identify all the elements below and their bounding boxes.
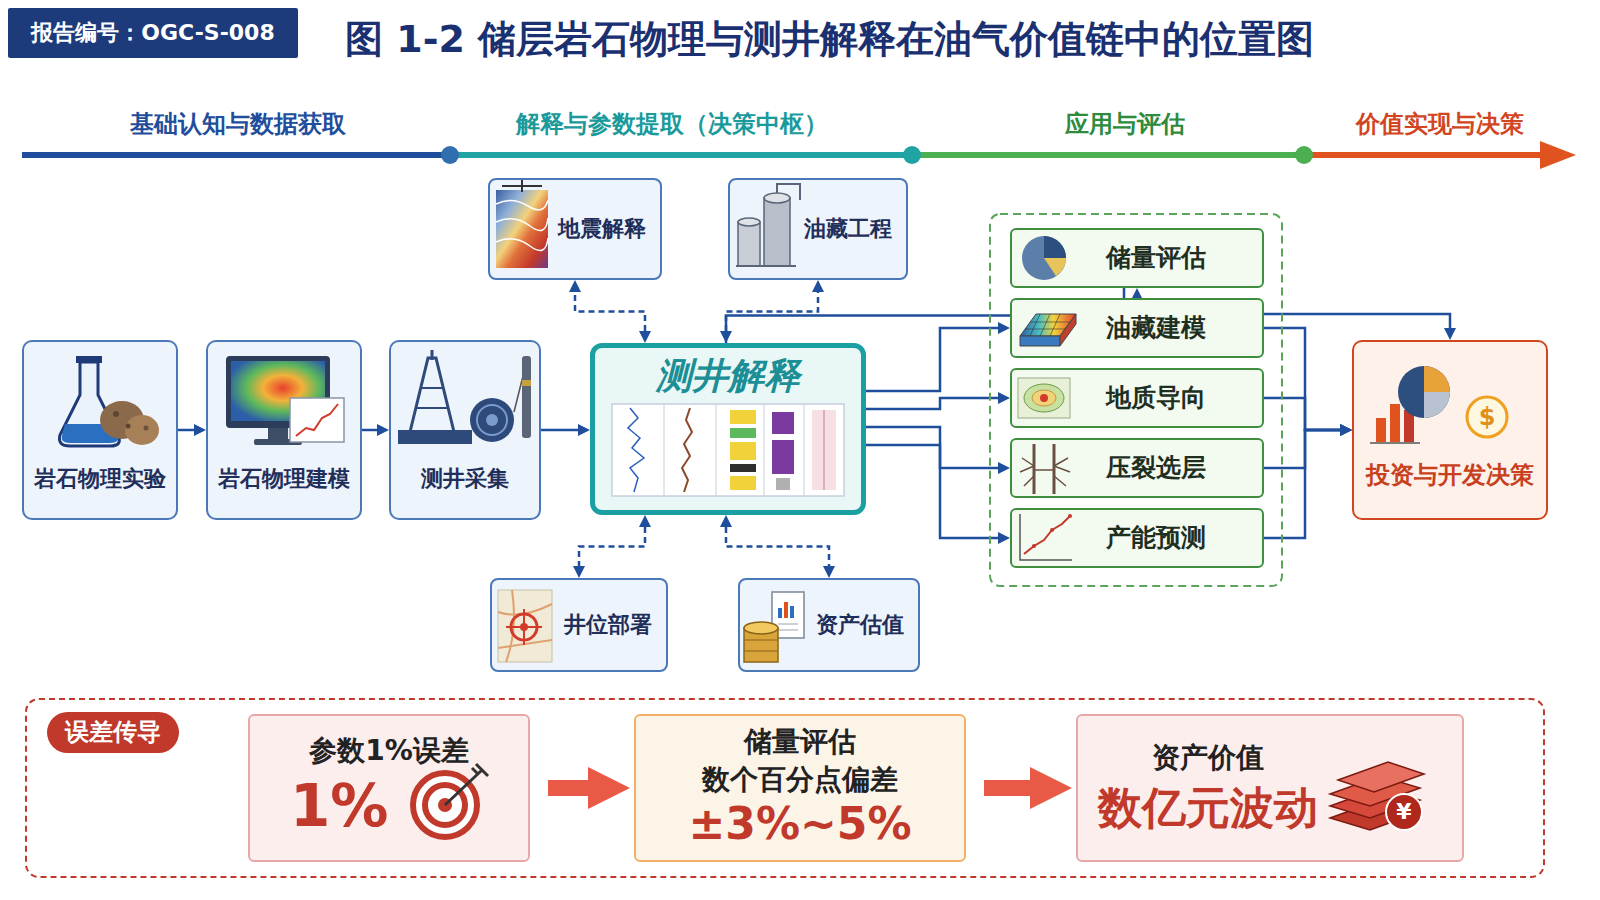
node-text: 数个百分点偏差 bbox=[702, 763, 898, 797]
group-frame bbox=[990, 214, 1282, 586]
node-title: 资产价值 bbox=[1152, 741, 1264, 775]
node-title: 资产估值 bbox=[816, 612, 904, 638]
application-box: 油藏建模 bbox=[1010, 298, 1264, 358]
dashed-link bbox=[579, 527, 645, 566]
error-box: 参数1%误差 1% bbox=[248, 714, 530, 862]
application-box: 储量评估 bbox=[1010, 228, 1264, 288]
dashed-link bbox=[726, 527, 829, 566]
currency-symbol: ¥ bbox=[1396, 799, 1411, 825]
linked-box: 井位部署 bbox=[490, 578, 668, 672]
flow-arrow bbox=[1264, 398, 1340, 430]
linked-box: 油藏工程 bbox=[728, 178, 908, 280]
flow-arrow bbox=[178, 429, 194, 432]
title: 图 1-2 储层岩石物理与测井解释在油气价值链中的位置图 bbox=[345, 14, 1314, 65]
application-box: 地质导向 bbox=[1010, 368, 1264, 428]
flow-arrow bbox=[362, 429, 377, 432]
flow-arrow bbox=[866, 398, 998, 409]
flow-arrow bbox=[1264, 328, 1340, 430]
node-title: 压裂选层 bbox=[1106, 453, 1206, 483]
node-title: 产能预测 bbox=[1106, 523, 1206, 553]
node-title: 测井解释 bbox=[656, 354, 800, 397]
core-box: 测井解释 bbox=[590, 343, 866, 515]
stage-label: 基础认知与数据获取 bbox=[130, 110, 346, 139]
flow-arrow bbox=[1264, 430, 1340, 538]
dashed-link bbox=[726, 292, 818, 331]
stage-label: 价值实现与决策 bbox=[1356, 110, 1524, 139]
node-title: 误差传导 bbox=[47, 712, 179, 753]
flow-arrow bbox=[548, 780, 588, 796]
flow-arrow bbox=[984, 780, 1030, 796]
node-title: 岩石物理建模 bbox=[218, 466, 350, 492]
linked-box: 地震解释 bbox=[488, 178, 662, 280]
flow-arrow bbox=[866, 445, 998, 538]
flow-arrow bbox=[541, 429, 578, 432]
process-box: 岩石物理实验 bbox=[22, 340, 178, 520]
linked-box: 资产估值 bbox=[738, 578, 920, 672]
flow-arrow bbox=[1264, 430, 1340, 468]
currency-symbol: $ bbox=[1479, 403, 1496, 432]
node-title: 报告编号：OGC-S-008 bbox=[31, 20, 274, 46]
node-title: 地质导向 bbox=[1106, 383, 1206, 413]
node-title: 储量评估 bbox=[1106, 243, 1206, 273]
flow-arrow bbox=[866, 328, 998, 391]
node-title: 测井采集 bbox=[421, 466, 509, 492]
node-title: 岩石物理实验 bbox=[34, 466, 166, 492]
process-box: 测井采集 bbox=[389, 340, 541, 520]
node-text: ±3%~5% bbox=[688, 798, 911, 851]
error-panel: 误差传导参数1%误差 1% 储量评估数个百分点偏差±3%~5% 资产价值数亿元波动 bbox=[25, 698, 1545, 878]
error-box: 资产价值数亿元波动 bbox=[1076, 714, 1464, 862]
application-box: 产能预测 bbox=[1010, 508, 1264, 568]
stage-label: 应用与评估 bbox=[1065, 110, 1185, 139]
decision-box: 投资与开发决策 bbox=[1352, 340, 1548, 520]
node-title: 井位部署 bbox=[564, 612, 652, 638]
node-text: 数亿元波动 bbox=[1098, 782, 1318, 835]
dashed-link bbox=[575, 292, 645, 331]
node-title: 储量评估 bbox=[744, 725, 856, 759]
report-badge: 报告编号：OGC-S-008 bbox=[8, 8, 298, 58]
process-box: 岩石物理建模 bbox=[206, 340, 362, 520]
node-title: 地震解释 bbox=[558, 216, 646, 242]
application-box: 压裂选层 bbox=[1010, 438, 1264, 498]
error-box: 储量评估数个百分点偏差±3%~5% bbox=[634, 714, 966, 862]
node-title: 油藏建模 bbox=[1106, 313, 1206, 343]
node-text: 1% bbox=[290, 772, 388, 842]
timeline-bar bbox=[22, 141, 1576, 169]
node-title: 参数1%误差 bbox=[309, 734, 469, 768]
node-title: 油藏工程 bbox=[804, 216, 892, 242]
node-title: 投资与开发决策 bbox=[1366, 461, 1534, 490]
flow-arrow bbox=[866, 427, 998, 468]
stage-label: 解释与参数提取（决策中枢） bbox=[516, 110, 828, 139]
